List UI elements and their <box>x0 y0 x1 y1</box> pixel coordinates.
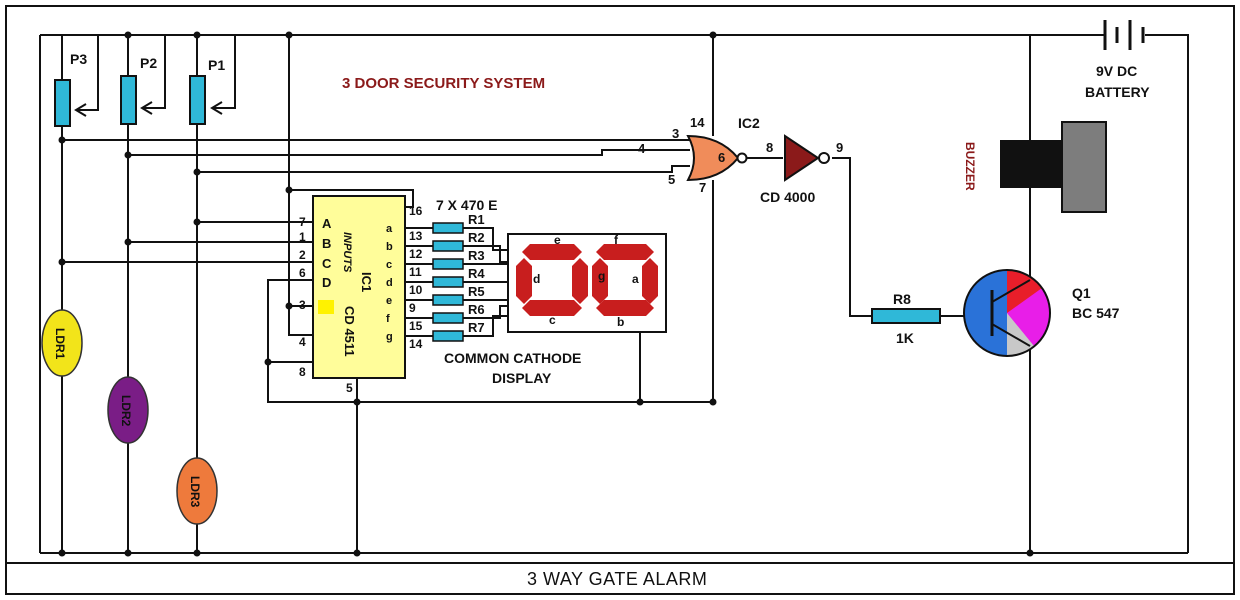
resistor-r4: R4 <box>468 266 485 281</box>
ic1-pin-6: 6 <box>299 266 306 280</box>
ic1-pin-13: 13 <box>409 229 423 243</box>
r8-name: R8 <box>893 291 911 307</box>
ic1-inputs-label: INPUTS <box>341 232 353 273</box>
ic1-pin-7: 7 <box>299 215 306 229</box>
potentiometer-p2: P2 <box>120 55 157 125</box>
ic1-pin-10: 10 <box>409 283 423 297</box>
segment-g: g <box>598 269 605 283</box>
segment-d: d <box>533 272 540 286</box>
wiring <box>39 34 1189 554</box>
display-caption-line2: DISPLAY <box>492 370 552 386</box>
resistor-r3: R3 <box>468 248 485 263</box>
battery-label-line2: BATTERY <box>1085 84 1150 100</box>
ic1-pin-5: 5 <box>346 381 353 395</box>
ic1-part: CD 4511 <box>342 306 357 357</box>
resistor-bank-label: 7 X 470 E <box>436 197 498 213</box>
ic1-pin-9: 9 <box>409 301 416 315</box>
resistor-r2: R2 <box>468 230 485 245</box>
transistor-q1: Q1 BC 547 <box>963 269 1120 357</box>
resistor-r6: R6 <box>468 302 485 317</box>
ic2-pin-7: 7 <box>699 180 706 195</box>
q1-name: Q1 <box>1072 285 1091 301</box>
potentiometer-p3: P3 <box>54 51 87 127</box>
ldr-2: LDR2 <box>107 376 149 444</box>
ldr-3: LDR3 <box>176 457 218 525</box>
junction-dots <box>58 31 1034 557</box>
ic1-input-a: A <box>322 216 332 231</box>
r8-value: 1K <box>896 330 914 346</box>
ic1-input-c: C <box>322 256 332 271</box>
ic1-decoder-chip: 7 1 2 6 3 4 8 5 A B C D INPUTS IC1 CD 45… <box>299 195 423 395</box>
segment-c: c <box>549 313 556 327</box>
ic1-pin-14: 14 <box>409 337 423 351</box>
ic1-out-e: e <box>386 295 392 307</box>
ic1-input-d: D <box>322 275 331 290</box>
ic2-pin-3: 3 <box>672 126 679 141</box>
ic1-pin-11: 11 <box>409 265 422 279</box>
ic1-pin-2: 2 <box>299 248 306 262</box>
ic1-out-d: d <box>386 277 393 289</box>
ic2-inverter: 9 CD 4000 <box>760 134 843 205</box>
ic2-pin-14: 14 <box>690 115 705 130</box>
buzzer-label: BUZZER <box>963 142 977 191</box>
ic2-pin-5: 5 <box>668 172 675 187</box>
ic2-pin-9: 9 <box>836 140 843 155</box>
system-subtitle: 3 DOOR SECURITY SYSTEM <box>342 75 545 92</box>
ic1-out-g: g <box>386 331 393 343</box>
resistor-r1: R1 <box>468 212 485 227</box>
ic1-pin-15: 15 <box>409 319 423 333</box>
ldr-label-3: LDR3 <box>188 476 202 508</box>
ic2-pin-6: 6 <box>718 150 725 165</box>
ic1-input-b: B <box>322 236 331 251</box>
segment-b: b <box>617 315 624 329</box>
ldr-label-2: LDR2 <box>119 395 133 427</box>
resistor-bank: 7 X 470 E R1 R2 R3 R4 R5 R6 R7 <box>432 197 498 342</box>
q1-part: BC 547 <box>1072 305 1120 321</box>
resistor-r5: R5 <box>468 284 485 299</box>
ic2-part-label: CD 4000 <box>760 189 815 205</box>
diagram-title: 3 WAY GATE ALARM <box>527 569 707 589</box>
ic1-pin-4: 4 <box>299 335 306 349</box>
ic2-pin-4: 4 <box>638 141 646 156</box>
ic1-out-b: b <box>386 241 393 253</box>
display-caption-line1: COMMON CATHODE <box>444 350 581 366</box>
ic1-pin-1: 1 <box>299 230 306 244</box>
ldr-label-1: LDR1 <box>53 328 67 360</box>
ic2-label: IC2 <box>738 115 760 131</box>
ldr-1: LDR1 <box>41 309 83 377</box>
ic1-pin-16: 16 <box>409 204 423 218</box>
ic1-name: IC1 <box>359 272 374 292</box>
battery-label-line1: 9V DC <box>1096 63 1137 79</box>
ic1-out-f: f <box>386 313 390 325</box>
buzzer: BUZZER <box>963 121 1107 213</box>
resistor-r7: R7 <box>468 320 485 335</box>
ic1-pin-12: 12 <box>409 247 423 261</box>
pot-label-p2: P2 <box>140 55 157 71</box>
pot-label-p1: P1 <box>208 57 225 73</box>
diagram-frame <box>5 5 1235 595</box>
pot-label-p3: P3 <box>70 51 87 67</box>
ic1-out-a: a <box>386 223 393 235</box>
battery: 9V DC BATTERY <box>1085 20 1150 100</box>
potentiometer-p1: P1 <box>189 57 225 125</box>
segment-a: a <box>632 272 639 286</box>
ic2-nor-gate: IC2 3 14 4 5 6 7 8 <box>638 115 773 195</box>
ic2-pin-8: 8 <box>766 140 773 155</box>
segment-f: f <box>614 233 619 247</box>
seven-segment-display: e f d g a c b COMMON CATHODE DISPLAY <box>444 233 667 386</box>
ic1-pin-3: 3 <box>299 298 306 312</box>
segment-e: e <box>554 233 561 247</box>
resistor-r8: R8 1K <box>871 291 941 346</box>
ic1-pin-8: 8 <box>299 365 306 379</box>
ic1-out-c: c <box>386 259 392 271</box>
